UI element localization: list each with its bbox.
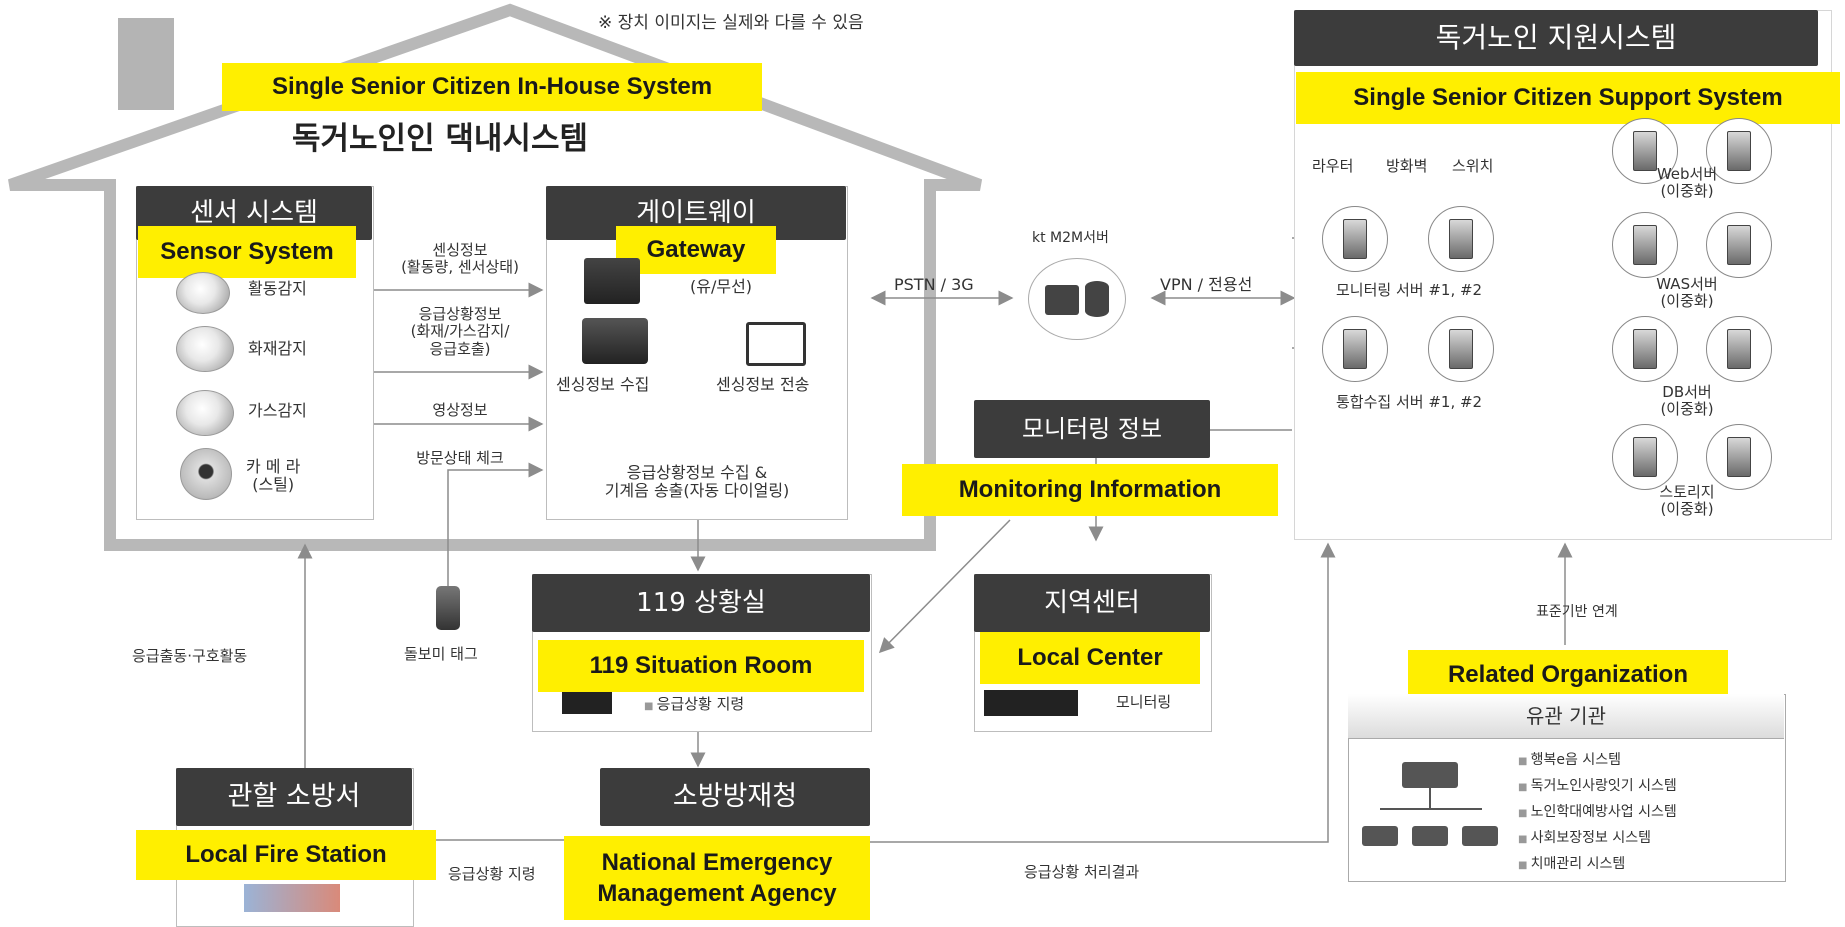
sensor-title-en: Sensor System bbox=[138, 226, 356, 278]
emergency-command-label: 응급상황 지령 bbox=[448, 865, 536, 883]
situation-room-title: 119 상황실 bbox=[532, 574, 870, 632]
storage-2-icon bbox=[1706, 424, 1772, 490]
related-title: 유관 기관 bbox=[1348, 694, 1784, 739]
gateway-send-label: 센싱정보 전송 bbox=[716, 375, 810, 394]
house-title: 독거노인인 댁내시스템 bbox=[292, 121, 588, 157]
m2m-server-icon bbox=[1028, 258, 1126, 340]
disclaimer-note: ※ 장치 이미지는 실제와 다를 수 있음 bbox=[598, 13, 864, 33]
standard-link-label: 표준기반 연계 bbox=[1536, 604, 1618, 620]
fire-truck-icon bbox=[244, 884, 340, 912]
house-title-en: Single Senior Citizen In-House System bbox=[222, 63, 762, 111]
monitoring-server-2-icon bbox=[1428, 206, 1494, 272]
gateway-wired-label: (유/무선) bbox=[690, 277, 753, 296]
db-server-2-icon bbox=[1706, 316, 1772, 382]
storage-label: 스토리지 (이중화) bbox=[1659, 483, 1715, 519]
rescue-label: 응급출동·구호활동 bbox=[132, 647, 248, 665]
sensor-item-fire: 화재감지 bbox=[248, 339, 307, 358]
chimney bbox=[118, 18, 174, 110]
gas-sensor-icon bbox=[176, 390, 234, 436]
web-server-2-icon bbox=[1706, 118, 1772, 184]
gateway-title: 게이트웨이 bbox=[546, 186, 846, 240]
org-chart-icon bbox=[1362, 758, 1502, 854]
local-center-item: 모니터링 bbox=[1116, 693, 1172, 711]
local-center-title: 지역센터 bbox=[974, 574, 1210, 632]
envelope-icon bbox=[746, 322, 806, 366]
monitor-screen-icon bbox=[984, 690, 1078, 716]
sensor-item-gas: 가스감지 bbox=[248, 401, 307, 420]
collect-server-2-icon bbox=[1428, 316, 1494, 382]
monitoring-server-label: 모니터링 서버 #1, #2 bbox=[1336, 281, 1483, 299]
situation-room-title-en: 119 Situation Room bbox=[538, 640, 864, 692]
support-title: 독거노인 지원시스템 bbox=[1294, 10, 1818, 66]
visit-check-label: 방문상태 체크 bbox=[416, 449, 504, 467]
related-item: 사회보장정보 시스템 bbox=[1518, 830, 1651, 846]
was-server-1-icon bbox=[1612, 212, 1678, 278]
result-label: 응급상황 처리결과 bbox=[1024, 863, 1140, 881]
related-title-en: Related Organization bbox=[1408, 650, 1728, 700]
camera-icon bbox=[180, 448, 232, 500]
db-server-1-icon bbox=[1612, 316, 1678, 382]
operator-icon bbox=[562, 692, 612, 714]
situation-room-item: 응급상황 지령 bbox=[644, 695, 745, 713]
local-center-title-en: Local Center bbox=[980, 632, 1200, 684]
fire-station-title-en: Local Fire Station bbox=[136, 830, 436, 880]
caregiver-tag-label: 돌보미 태그 bbox=[404, 645, 478, 663]
nema-title-en: National Emergency Management Agency bbox=[564, 836, 870, 920]
gateway-emergency-label: 응급상황정보 수집 & 기계음 송출(자동 다이얼링) bbox=[604, 463, 790, 501]
motion-sensor-icon bbox=[176, 272, 230, 314]
was-server-label: WAS서버 (이중화) bbox=[1656, 275, 1718, 311]
related-item: 노인학대예방사업 시스템 bbox=[1518, 804, 1677, 820]
caregiver-tag-icon bbox=[436, 586, 460, 630]
web-server-1-icon bbox=[1612, 118, 1678, 184]
collect-server-label: 통합수집 서버 #1, #2 bbox=[1336, 393, 1483, 411]
monitoring-title: 모니터링 정보 bbox=[974, 400, 1210, 458]
support-title-en: Single Senior Citizen Support System bbox=[1296, 72, 1840, 124]
nema-title: 소방방재청 bbox=[600, 768, 870, 826]
gateway-device-icon bbox=[584, 258, 640, 304]
alert-burst-label: 화재/ 가스누출 bbox=[670, 389, 726, 425]
router-label: 라우터 bbox=[1312, 157, 1354, 175]
video-info-label: 영상정보 bbox=[432, 401, 488, 419]
sensing-info-label: 센싱정보 (활동량, 센서상태) bbox=[401, 241, 519, 277]
m2m-server-label: kt M2M서버 bbox=[1032, 230, 1109, 246]
monitoring-title-en: Monitoring Information bbox=[902, 464, 1278, 516]
web-server-label: Web서버 (이중화) bbox=[1656, 165, 1718, 201]
folder-icon bbox=[582, 318, 648, 364]
gateway-title-en: Gateway bbox=[616, 226, 776, 274]
fire-station-title: 관할 소방서 bbox=[176, 768, 412, 826]
vpn-label: VPN / 전용선 bbox=[1160, 275, 1253, 294]
collect-server-1-icon bbox=[1322, 316, 1388, 382]
related-item: 행복e음 시스템 bbox=[1518, 752, 1621, 768]
db-server-label: DB서버 (이중화) bbox=[1660, 383, 1714, 419]
emergency-info-label: 응급상황정보 (화재/가스감지/ 응급호출) bbox=[410, 305, 510, 358]
fire-sensor-icon bbox=[176, 326, 234, 372]
pstn-label: PSTN / 3G bbox=[894, 275, 974, 294]
switch-label: 스위치 bbox=[1452, 157, 1494, 175]
firewall-label: 방화벽 bbox=[1386, 157, 1428, 175]
was-server-2-icon bbox=[1706, 212, 1772, 278]
sensor-item-camera: 카 메 라 (스틸) bbox=[246, 457, 301, 495]
gateway-collect-label: 센싱정보 수집 bbox=[556, 375, 650, 394]
monitoring-server-1-icon bbox=[1322, 206, 1388, 272]
sensor-item-activity: 활동감지 bbox=[248, 279, 307, 298]
related-item: 치매관리 시스템 bbox=[1518, 856, 1626, 872]
storage-1-icon bbox=[1612, 424, 1678, 490]
related-item: 독거노인사랑잇기 시스템 bbox=[1518, 778, 1677, 794]
